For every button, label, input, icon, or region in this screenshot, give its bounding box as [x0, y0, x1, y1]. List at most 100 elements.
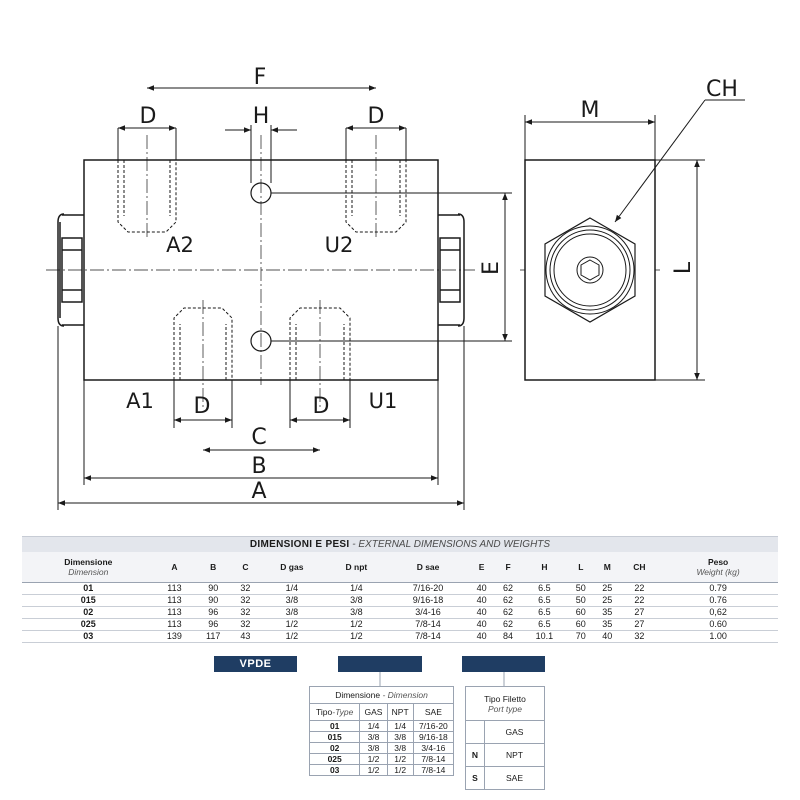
column-header: F — [494, 552, 522, 583]
dim-label-m: M — [581, 98, 600, 123]
code-bar-thread — [462, 656, 545, 672]
size-thread-cell: 1/2 — [386, 753, 414, 765]
size-type-cell: 01 — [308, 720, 361, 732]
table-cell: 84 — [494, 630, 522, 643]
dim-label-d-top-left: D — [140, 104, 157, 129]
table-cell: 32 — [232, 582, 259, 595]
table-cell: 1/2 — [258, 630, 326, 643]
table-cell: 22 — [620, 594, 659, 607]
table-cell: 70 — [567, 630, 595, 643]
thread-name-cell: NPT — [484, 743, 545, 767]
table-cell: 1/2 — [325, 630, 388, 643]
column-header-label: L — [578, 562, 584, 572]
table-cell: 1.00 — [658, 630, 778, 643]
size-title-en: Dimension — [387, 690, 428, 700]
table-cell: 0.60 — [658, 618, 778, 631]
table-cell: 113 — [154, 582, 195, 595]
port-label-a1: A1 — [126, 389, 154, 413]
table-cell: 40 — [468, 582, 495, 595]
title-it: DIMENSIONI E PESI — [249, 539, 350, 550]
table-cell: 6.5 — [521, 606, 568, 619]
table-cell: 27 — [620, 606, 659, 619]
column-header: CH — [620, 552, 659, 583]
connector-lines — [379, 672, 505, 686]
dim-label-f: F — [254, 65, 267, 90]
table-cell: 32 — [620, 630, 659, 643]
table-cell: 7/8-14 — [387, 618, 469, 631]
column-header-label: A — [171, 562, 178, 572]
hidden-ports — [117, 160, 407, 380]
size-code-cell: 01 — [22, 582, 155, 595]
size-code-cell: 025 — [22, 618, 155, 631]
table-cell: 3/8 — [325, 594, 388, 607]
thread-table-title: Tipo Filetto Port type — [465, 686, 545, 721]
column-header: L — [567, 552, 595, 583]
size-thread-cell: 1/4 — [386, 720, 414, 732]
table-cell: 96 — [194, 618, 233, 631]
column-header-label: CH — [633, 562, 646, 572]
thread-title-en: Port type — [487, 703, 523, 714]
table-cell: 113 — [154, 618, 195, 631]
dim-label-h: H — [253, 104, 270, 129]
column-header: M — [594, 552, 621, 583]
table-cell: 96 — [194, 606, 233, 619]
thread-title-it: Tipo Filetto — [484, 693, 526, 704]
size-col-type: Tipo-Type — [308, 703, 361, 721]
size-thread-cell: 1/2 — [359, 764, 388, 776]
column-header-label: Peso — [707, 557, 729, 567]
size-thread-cell: 1/2 — [386, 764, 414, 776]
port-label-a2: A2 — [166, 233, 194, 257]
size-thread-cell: 7/8-14 — [412, 764, 455, 776]
column-header-sublabel: Weight (kg) — [696, 567, 740, 577]
table-cell: 25 — [594, 594, 621, 607]
size-thread-cell: 9/16-18 — [412, 731, 455, 743]
table-cell: 40 — [468, 618, 495, 631]
table-cell: 35 — [594, 606, 621, 619]
table-cell: 3/8 — [325, 606, 388, 619]
table-cell: 113 — [154, 606, 195, 619]
table-cell: 40 — [468, 630, 495, 643]
table-cell: 6.5 — [521, 618, 568, 631]
dim-label-d-top-right: D — [368, 104, 385, 129]
size-col-tipo: Tipo — [315, 707, 333, 717]
size-type-cell: 025 — [308, 753, 361, 765]
dim-label-b: B — [251, 454, 266, 479]
column-header-label: F — [505, 562, 511, 572]
table-cell: 40 — [468, 606, 495, 619]
table-cell: 32 — [232, 606, 259, 619]
dimensions-table-section: DIMENSIONI E PESI - EXTERNAL DIMENSIONS … — [22, 536, 778, 643]
column-header-label: C — [242, 562, 249, 572]
column-header: A — [154, 552, 195, 583]
column-header-label: H — [541, 562, 548, 572]
table-cell: 117 — [194, 630, 233, 643]
table-cell: 3/8 — [258, 606, 326, 619]
table-cell: 139 — [154, 630, 195, 643]
thread-table-row: GAS — [465, 720, 545, 744]
column-header-label: M — [603, 562, 611, 572]
column-header: C — [232, 552, 259, 583]
size-code-cell: 015 — [22, 594, 155, 607]
table-cell: 1/2 — [258, 618, 326, 631]
column-header: H — [521, 552, 568, 583]
table-cell: 43 — [232, 630, 259, 643]
table-cell: 35 — [594, 618, 621, 631]
dim-label-d-bottom-right: D — [313, 394, 330, 419]
table-cell: 32 — [232, 618, 259, 631]
dimension-lines — [57, 85, 745, 510]
table-cell: 62 — [494, 594, 522, 607]
size-col-gas: GAS — [359, 703, 388, 721]
column-header: D gas — [258, 552, 326, 583]
table-cell: 62 — [494, 618, 522, 631]
table-cell: 9/16-18 — [387, 594, 469, 607]
thread-code-cell: S — [465, 766, 485, 790]
